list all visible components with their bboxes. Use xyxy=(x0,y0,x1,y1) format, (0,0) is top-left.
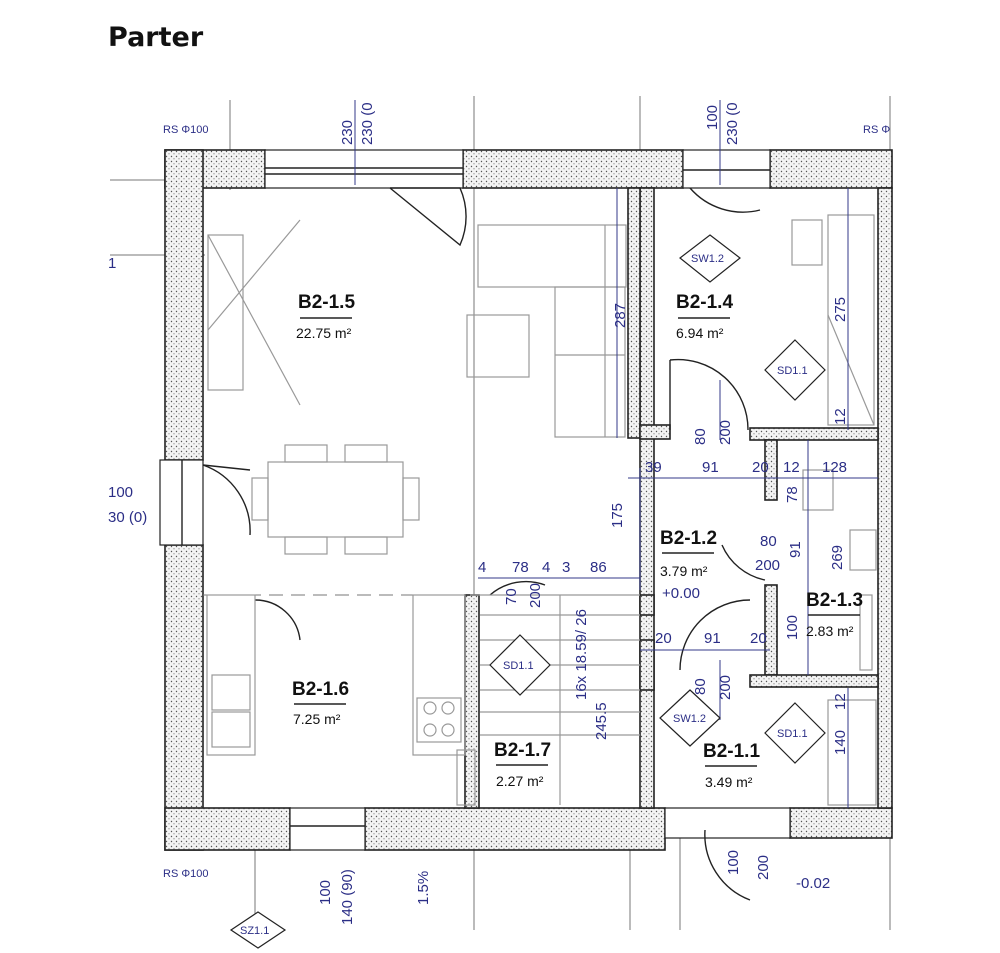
svg-text:91: 91 xyxy=(704,630,721,647)
svg-text:200: 200 xyxy=(755,855,772,880)
svg-text:287: 287 xyxy=(612,303,629,328)
svg-text:200: 200 xyxy=(717,420,734,445)
room-label-b2-1-5: B2-1.5 22.75 m² xyxy=(296,292,355,341)
svg-text:100: 100 xyxy=(725,850,742,875)
tag-sw-top: SW1.2 xyxy=(679,234,741,283)
svg-text:245.5: 245.5 xyxy=(593,702,610,740)
svg-text:80: 80 xyxy=(692,678,709,695)
room-area: 6.94 m² xyxy=(676,325,724,341)
svg-text:20: 20 xyxy=(752,459,769,476)
svg-text:-0.02: -0.02 xyxy=(796,875,830,892)
room-id: B2-1.1 xyxy=(703,741,760,762)
room-label-b2-1-7: B2-1.7 2.27 m² xyxy=(494,740,551,789)
grid-lines xyxy=(110,96,891,930)
svg-text:230 (0: 230 (0 xyxy=(359,102,376,145)
tag-sw-bottom: SW1.2 xyxy=(659,689,721,747)
room-area: 2.27 m² xyxy=(496,773,544,789)
svg-text:78: 78 xyxy=(512,559,529,576)
svg-text:3: 3 xyxy=(562,559,570,576)
svg-text:1.5%: 1.5% xyxy=(415,871,432,905)
rs-label-top-right: RS Φ xyxy=(863,124,890,136)
svg-text:100: 100 xyxy=(784,615,801,640)
svg-text:230: 230 xyxy=(339,120,356,145)
svg-text:16x 18.59/ 26: 16x 18.59/ 26 xyxy=(573,609,590,700)
room-label-b2-1-6: B2-1.6 7.25 m² xyxy=(292,679,349,727)
svg-text:140 (90): 140 (90) xyxy=(339,869,356,925)
svg-text:SZ1.1: SZ1.1 xyxy=(240,925,269,937)
room-area: 7.25 m² xyxy=(293,711,341,727)
room-area: 2.83 m² xyxy=(806,623,854,639)
svg-text:SW1.2: SW1.2 xyxy=(691,253,724,265)
page-title: Parter xyxy=(108,22,204,53)
rs-labels: RS Φ100 RS Φ RS Φ100 1 xyxy=(108,124,890,880)
tag-sd-stairs: SD1.1 xyxy=(489,634,551,696)
tag-sd-top: SD1.1 xyxy=(764,339,826,401)
svg-text:20: 20 xyxy=(750,630,767,647)
dimension-lines xyxy=(354,100,878,808)
svg-text:230 (0: 230 (0 xyxy=(724,102,741,145)
svg-text:20: 20 xyxy=(655,630,672,647)
svg-text:39: 39 xyxy=(645,459,662,476)
svg-text:+0.00: +0.00 xyxy=(662,585,700,602)
svg-text:128: 128 xyxy=(822,459,847,476)
furniture xyxy=(203,214,877,806)
room-area: 3.49 m² xyxy=(705,774,753,790)
room-label-b2-1-2: B2-1.2 3.79 m² xyxy=(660,528,717,579)
doors xyxy=(202,187,766,901)
svg-text:86: 86 xyxy=(590,559,607,576)
svg-text:SD1.1: SD1.1 xyxy=(777,728,808,740)
windows xyxy=(159,149,791,851)
room-id: B2-1.3 xyxy=(806,590,863,611)
tag-sz-bottom: SZ1.1 xyxy=(229,911,287,949)
exterior-walls xyxy=(164,149,893,851)
svg-text:80: 80 xyxy=(692,428,709,445)
dimension-labels: 230 230 (0 100 230 (0 287 275 12 80 200 … xyxy=(108,102,849,925)
svg-text:175: 175 xyxy=(609,503,626,528)
svg-text:200: 200 xyxy=(527,583,544,608)
axis-marker-left: 1 xyxy=(108,255,116,272)
room-label-b2-1-4: B2-1.4 6.94 m² xyxy=(676,292,733,341)
room-label-b2-1-1: B2-1.1 3.49 m² xyxy=(703,741,760,790)
svg-text:91: 91 xyxy=(787,541,804,558)
svg-text:SW1.2: SW1.2 xyxy=(673,713,706,725)
room-id: B2-1.4 xyxy=(676,292,733,313)
room-label-b2-1-3: B2-1.3 2.83 m² xyxy=(806,590,863,639)
svg-text:200: 200 xyxy=(755,557,780,574)
room-id: B2-1.6 xyxy=(292,679,349,700)
svg-text:12: 12 xyxy=(832,693,849,710)
svg-text:100: 100 xyxy=(704,105,721,130)
rs-label-bottom-left: RS Φ100 xyxy=(163,868,208,880)
rs-label-top-left: RS Φ100 xyxy=(163,124,208,136)
svg-text:30 (0): 30 (0) xyxy=(108,509,147,526)
svg-text:275: 275 xyxy=(832,297,849,322)
room-id: B2-1.2 xyxy=(660,528,717,549)
svg-text:4: 4 xyxy=(478,559,486,576)
svg-text:80: 80 xyxy=(760,533,777,550)
svg-text:140: 140 xyxy=(832,730,849,755)
svg-text:12: 12 xyxy=(832,408,849,425)
room-area: 22.75 m² xyxy=(296,325,352,341)
svg-text:269: 269 xyxy=(829,545,846,570)
tag-sd-bottom: SD1.1 xyxy=(764,702,826,764)
room-id: B2-1.5 xyxy=(298,292,355,313)
svg-text:91: 91 xyxy=(702,459,719,476)
svg-text:200: 200 xyxy=(717,675,734,700)
svg-text:SD1.1: SD1.1 xyxy=(503,660,534,672)
svg-text:100: 100 xyxy=(108,484,133,501)
svg-text:78: 78 xyxy=(784,486,801,503)
svg-text:12: 12 xyxy=(783,459,800,476)
room-id: B2-1.7 xyxy=(494,740,551,761)
svg-text:100: 100 xyxy=(317,880,334,905)
svg-text:70: 70 xyxy=(503,588,520,605)
svg-text:SD1.1: SD1.1 xyxy=(777,365,808,377)
svg-text:4: 4 xyxy=(542,559,550,576)
room-area: 3.79 m² xyxy=(660,563,708,579)
interior-walls xyxy=(464,187,879,809)
